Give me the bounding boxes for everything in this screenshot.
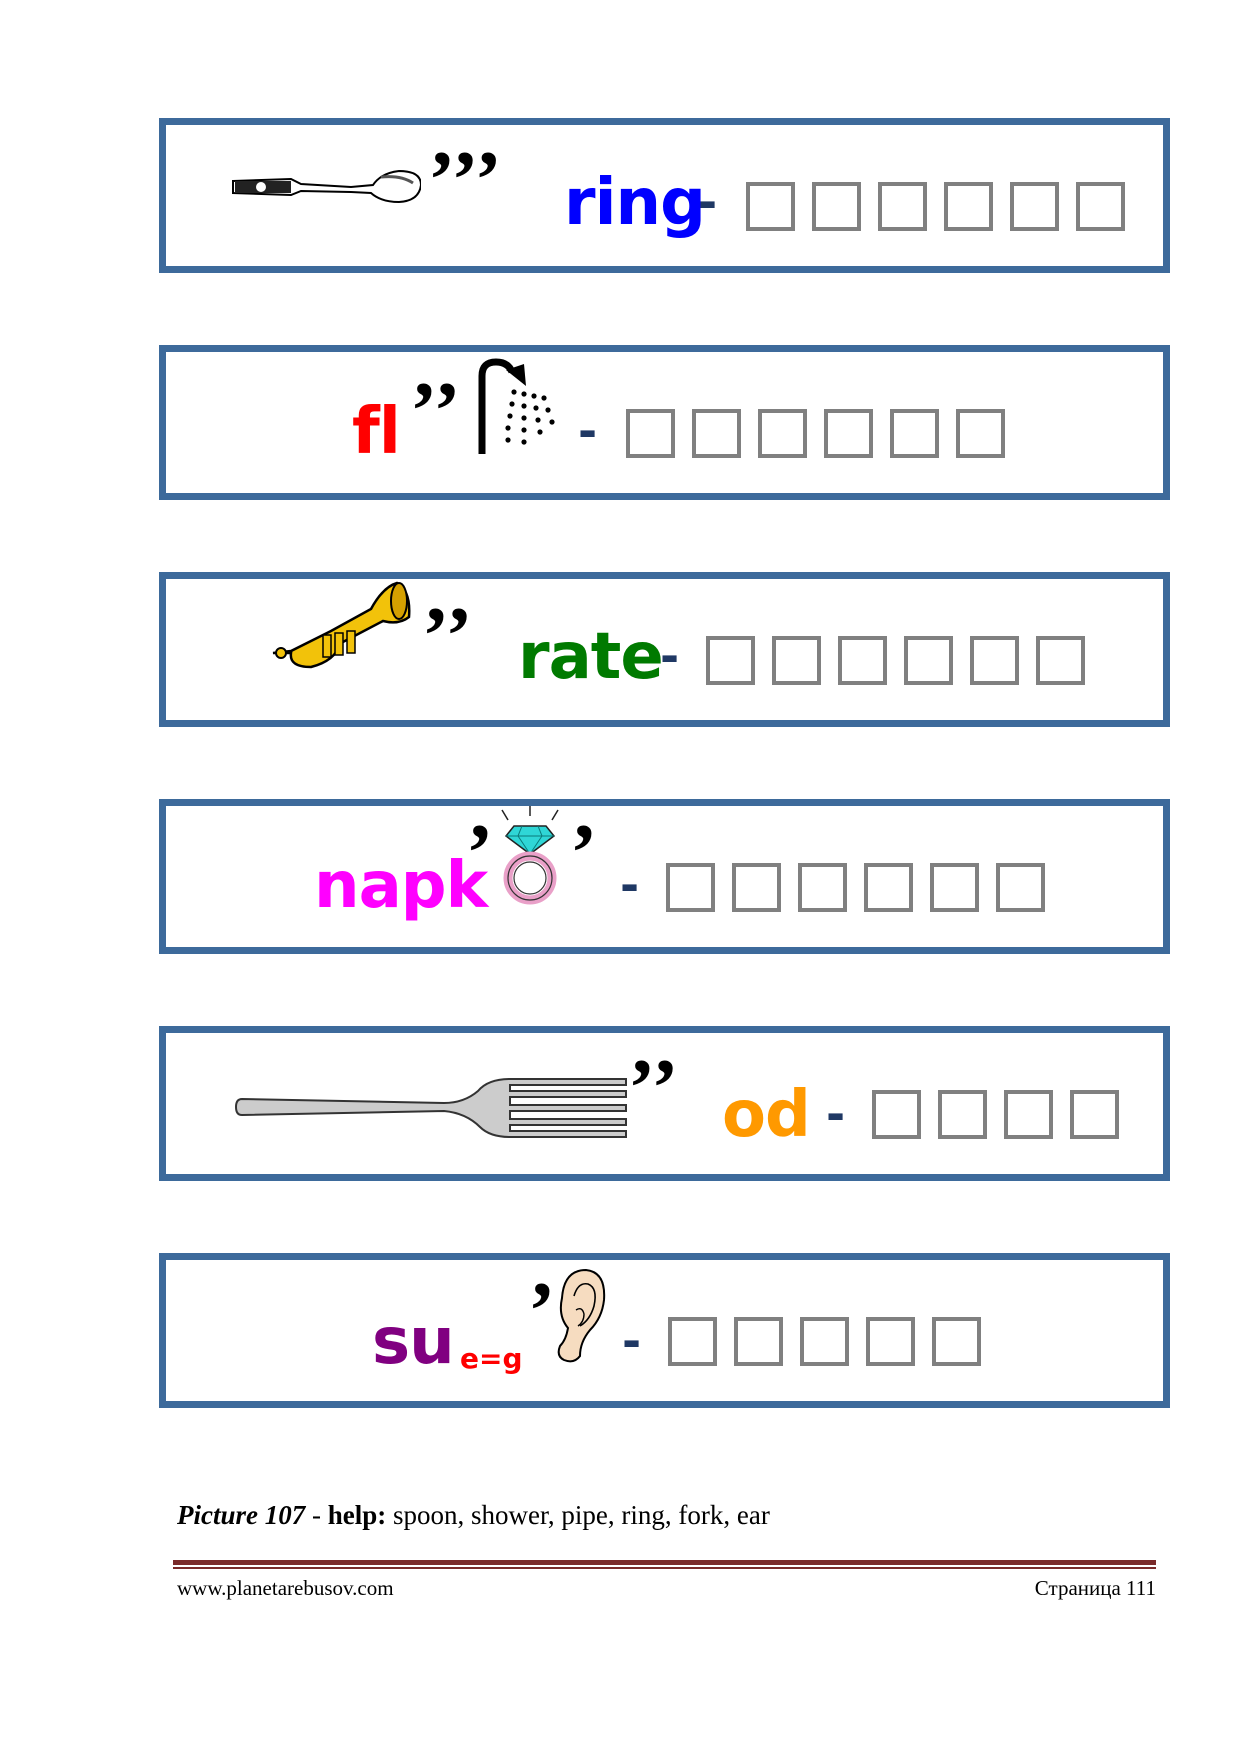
caption-title: Picture 107 — [177, 1500, 306, 1530]
answer-box — [1004, 1090, 1053, 1139]
footer-rule-thin — [173, 1567, 1156, 1569]
answer-box — [864, 863, 913, 912]
answer-box — [692, 409, 741, 458]
fork-icon — [234, 1078, 627, 1138]
answer-box — [734, 1317, 783, 1366]
apostrophe-right: ’ — [570, 807, 600, 898]
footer-page-number: Страница 111 — [1034, 1576, 1156, 1600]
answer-box — [866, 1317, 915, 1366]
answer-box — [944, 182, 993, 231]
answer-box — [1010, 182, 1059, 231]
answer-box — [746, 182, 795, 231]
help-text: spoon, shower, pipe, ring, fork, ear — [386, 1500, 770, 1530]
answer-box — [798, 863, 847, 912]
trumpet-icon — [272, 581, 411, 669]
apostrophe-left: ’ — [466, 807, 496, 898]
answer-box — [824, 409, 873, 458]
puzzle-word: fl — [352, 395, 401, 469]
puzzle-word: su — [372, 1305, 455, 1379]
dash: - — [578, 404, 598, 458]
answer-box — [800, 1317, 849, 1366]
puzzle-word: napk — [314, 849, 488, 923]
answer-boxes — [666, 863, 1045, 912]
puzzle-word: ring — [564, 166, 706, 240]
puzzle-panel-5: ’’ od - — [159, 1026, 1170, 1181]
help-label: help: — [327, 1500, 387, 1530]
answer-box — [872, 1090, 921, 1139]
answer-box — [878, 182, 927, 231]
ring-icon — [501, 806, 559, 905]
apostrophes: ’’’ — [428, 134, 504, 225]
picture-caption: Picture 107 - help: spoon, shower, pipe,… — [177, 1500, 770, 1531]
answer-box — [758, 409, 807, 458]
answer-box — [904, 636, 953, 685]
answer-box — [812, 182, 861, 231]
answer-box — [932, 1317, 981, 1366]
answer-box — [668, 1317, 717, 1366]
answer-box — [938, 1090, 987, 1139]
answer-boxes — [872, 1090, 1119, 1139]
puzzle-panel-3: ’’ rate - — [159, 572, 1170, 727]
apostrophes: ’’ — [410, 365, 463, 456]
apostrophe: ’ — [528, 1265, 558, 1356]
dash: - — [620, 858, 640, 912]
answer-box — [772, 636, 821, 685]
answer-box — [1070, 1090, 1119, 1139]
footer-website: www.planetarebusov.com — [177, 1576, 394, 1600]
puzzle-word: od — [722, 1078, 811, 1152]
answer-box — [838, 636, 887, 685]
answer-box — [626, 409, 675, 458]
apostrophes: ’’ — [628, 1042, 681, 1133]
answer-box — [930, 863, 979, 912]
apostrophes: ’’ — [422, 590, 475, 681]
spoon-icon — [232, 169, 421, 204]
puzzle-panel-2: fl ’’ - — [159, 345, 1170, 500]
answer-box — [1036, 636, 1085, 685]
answer-boxes — [706, 636, 1085, 685]
puzzle-word: rate — [518, 620, 664, 694]
answer-box — [706, 636, 755, 685]
puzzle-panel-4: napk ’ ’ - — [159, 799, 1170, 954]
answer-box — [1076, 182, 1125, 231]
answer-box — [666, 863, 715, 912]
answer-box — [890, 409, 939, 458]
answer-boxes — [626, 409, 1005, 458]
dash: - — [698, 175, 718, 229]
puzzle-panel-6: su e=g ’ - — [159, 1253, 1170, 1408]
answer-boxes — [746, 182, 1125, 231]
substitution-hint: e=g — [460, 1342, 523, 1375]
answer-box — [732, 863, 781, 912]
answer-box — [996, 863, 1045, 912]
caption-separator: - — [305, 1500, 328, 1530]
footer-rule — [173, 1560, 1156, 1565]
shower-icon — [478, 358, 555, 454]
dash: - — [826, 1087, 846, 1141]
answer-box — [970, 636, 1019, 685]
answer-box — [956, 409, 1005, 458]
dash: - — [622, 1314, 642, 1368]
answer-boxes — [668, 1317, 981, 1366]
dash: - — [660, 629, 680, 683]
ear-icon — [557, 1268, 606, 1363]
puzzle-panel-1: ’’’ ring - — [159, 118, 1170, 273]
